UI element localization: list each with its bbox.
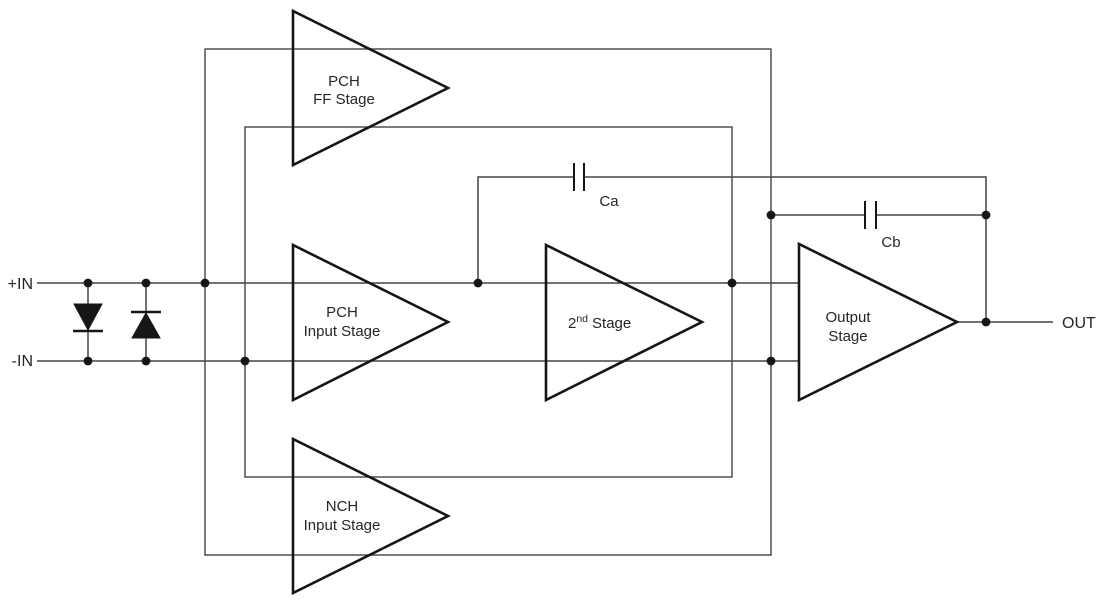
in-pos-label: +IN	[8, 276, 33, 293]
svg-text:Input Stage: Input Stage	[304, 517, 381, 534]
esd-diode-down-icon	[73, 303, 103, 333]
output-stage-triangle	[797, 241, 960, 403]
inner-loop-rect	[244, 126, 733, 478]
junction-dot	[240, 356, 250, 366]
nch-input-stage-triangle	[291, 436, 451, 596]
diode-down-body	[73, 303, 103, 332]
junction-dot	[766, 356, 776, 366]
junction-dot	[83, 356, 93, 366]
ca-right-wire	[585, 176, 987, 322]
svg-text:Output: Output	[825, 309, 871, 326]
svg-text:PCH: PCH	[328, 73, 360, 90]
svg-text:Stage: Stage	[828, 328, 867, 345]
out-label: OUT	[1062, 315, 1096, 332]
ff-stage-label: PCH FF Stage	[313, 73, 375, 108]
junction-dot	[83, 278, 93, 288]
junction-dot	[141, 278, 151, 288]
svg-text:Input Stage: Input Stage	[304, 323, 381, 340]
output-stage-label: Output Stage	[825, 309, 871, 345]
junction-dot	[200, 278, 210, 288]
ca-left-wire	[477, 176, 573, 283]
pch-input-stage-label: PCH Input Stage	[304, 304, 381, 340]
junction-dot	[473, 278, 483, 288]
outer-loop-rect	[204, 48, 772, 556]
second-stage-triangle	[544, 242, 705, 403]
capacitor-ca-icon	[573, 163, 585, 191]
capacitor-cb-icon	[864, 201, 877, 229]
capacitor-ca-label: Ca	[599, 193, 619, 210]
nch-input-stage-label: NCH Input Stage	[304, 498, 381, 534]
capacitor-cb-label: Cb	[881, 234, 900, 251]
junction-dot	[981, 210, 991, 220]
junction-dot	[727, 278, 737, 288]
ff-stage-triangle	[291, 8, 451, 168]
svg-text:NCH: NCH	[326, 498, 359, 515]
in-neg-label: -IN	[12, 353, 33, 370]
svg-text:FF Stage: FF Stage	[313, 91, 375, 108]
junction-dot	[141, 356, 151, 366]
junction-dot	[766, 210, 776, 220]
svg-text:PCH: PCH	[326, 304, 358, 321]
junction-dot	[981, 317, 991, 327]
pch-input-stage-triangle	[291, 242, 451, 403]
diode-up-body	[131, 311, 161, 339]
esd-diode-up-icon	[131, 310, 161, 339]
